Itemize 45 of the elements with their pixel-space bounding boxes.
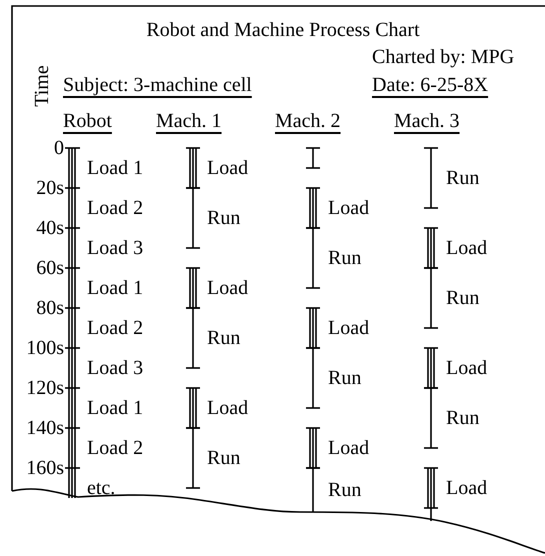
activity-label: Run (207, 328, 240, 348)
tick-label: 20s (36, 178, 64, 198)
tick-label: 40s (36, 218, 64, 238)
tick-label: 100s (26, 338, 64, 358)
activity-label: Run (446, 168, 480, 188)
activity-label: Load 2 (87, 318, 144, 338)
activity-label: Load 2 (87, 198, 144, 218)
author-note: Charted by: MPG (372, 47, 514, 67)
activity-label: Load 1 (87, 398, 144, 418)
activity-label: Run (207, 208, 240, 228)
activity-label: Load (328, 318, 370, 338)
activity-label: Load (207, 398, 248, 418)
activity-label: Run (446, 408, 480, 428)
tick-label: 60s (36, 258, 64, 278)
activity-label: Load (207, 158, 248, 178)
activity-label: Load 2 (87, 438, 144, 458)
column-heading: Mach. 3 (394, 111, 460, 131)
date-heading: Date: 6-25-8X (372, 75, 488, 95)
activity-label: Load (328, 198, 370, 218)
tick-label: 0 (54, 138, 64, 158)
activity-label: Load (446, 478, 488, 498)
activity-label: Load 3 (87, 358, 144, 378)
column-heading: Mach. 1 (156, 111, 222, 131)
subject-heading: Subject: 3-machine cell (63, 75, 252, 95)
tick-label: 80s (36, 298, 64, 318)
activity-label: Load 1 (87, 278, 144, 298)
activity-label: Run (328, 480, 362, 500)
activity-label: etc. (87, 478, 116, 498)
column-heading: Mach. 2 (275, 111, 341, 131)
activity-label: Run (446, 288, 480, 308)
chart-title: Robot and Machine Process Chart (146, 20, 420, 40)
tick-label: 120s (26, 378, 64, 398)
column-heading: Robot (63, 111, 112, 131)
activity-label: Load 3 (87, 238, 144, 258)
tick-label: 140s (26, 418, 64, 438)
tick-label: 160s (26, 458, 64, 478)
activity-label: Load (446, 238, 488, 258)
activity-label: Load (207, 278, 248, 298)
activity-label: Load 1 (87, 158, 144, 178)
activity-label: Load (446, 358, 488, 378)
activity-label: Run (328, 248, 362, 268)
activity-label: Load (328, 438, 370, 458)
activity-label: Run (328, 368, 362, 388)
axis-title: Time (32, 65, 52, 107)
activity-label: Run (207, 448, 240, 468)
